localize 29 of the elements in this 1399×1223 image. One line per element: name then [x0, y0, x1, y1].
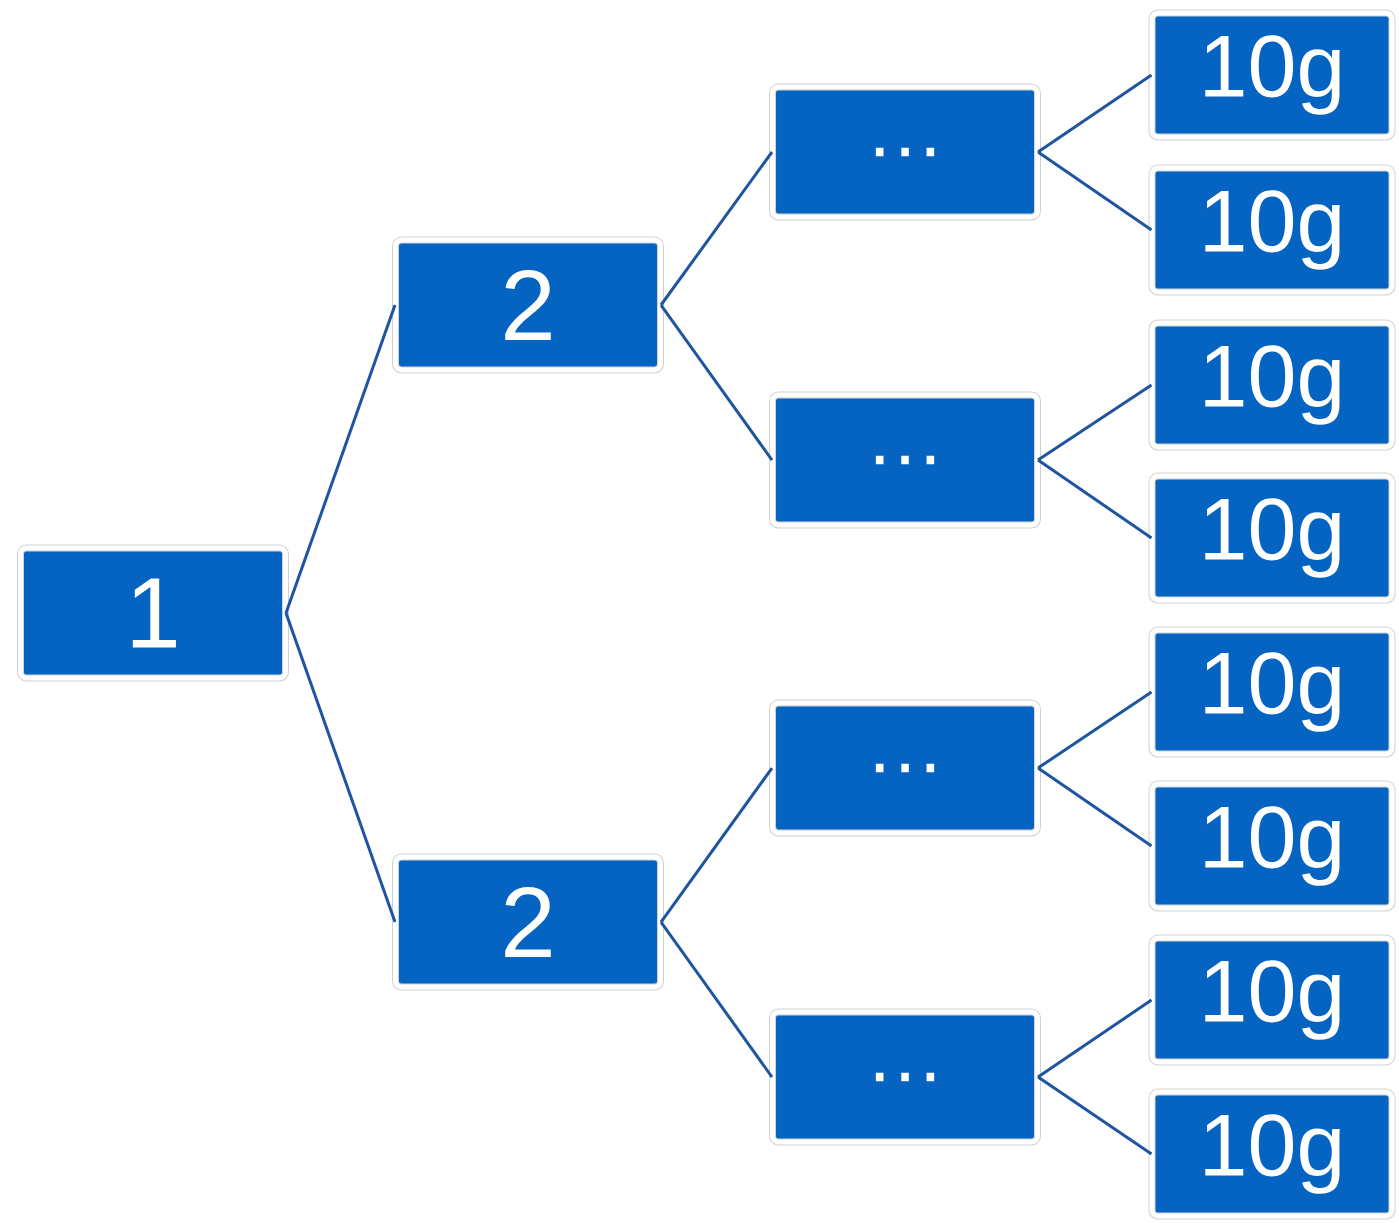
process-box: … — [769, 391, 1041, 529]
connector-line — [659, 151, 774, 306]
connector-line — [1037, 766, 1153, 848]
process-box: 10g — [1148, 164, 1396, 296]
connector-line — [659, 921, 774, 1078]
connector-line — [659, 304, 774, 461]
process-box: 2 — [392, 853, 664, 991]
connector-line — [1037, 998, 1153, 1079]
connector-line — [1037, 690, 1153, 770]
process-box: 1 — [17, 544, 289, 682]
process-box: 10g — [1148, 780, 1396, 912]
connector-line — [659, 767, 774, 923]
connector-line — [1037, 458, 1153, 540]
process-box: 10g — [1148, 626, 1396, 758]
process-box: 2 — [392, 236, 664, 374]
process-box: 10g — [1148, 9, 1396, 141]
connector-line — [1037, 1075, 1153, 1156]
process-box: … — [769, 83, 1041, 221]
process-box: 10g — [1148, 1088, 1396, 1220]
process-box: 10g — [1148, 934, 1396, 1066]
connector-line — [1037, 150, 1153, 232]
process-box: … — [769, 699, 1041, 837]
process-box: 10g — [1148, 319, 1396, 451]
connector-line — [284, 304, 397, 614]
connector-line — [284, 612, 397, 923]
process-box: 10g — [1148, 472, 1396, 604]
connector-line — [1037, 383, 1153, 462]
process-box: … — [769, 1008, 1041, 1146]
connector-line — [1037, 73, 1153, 154]
